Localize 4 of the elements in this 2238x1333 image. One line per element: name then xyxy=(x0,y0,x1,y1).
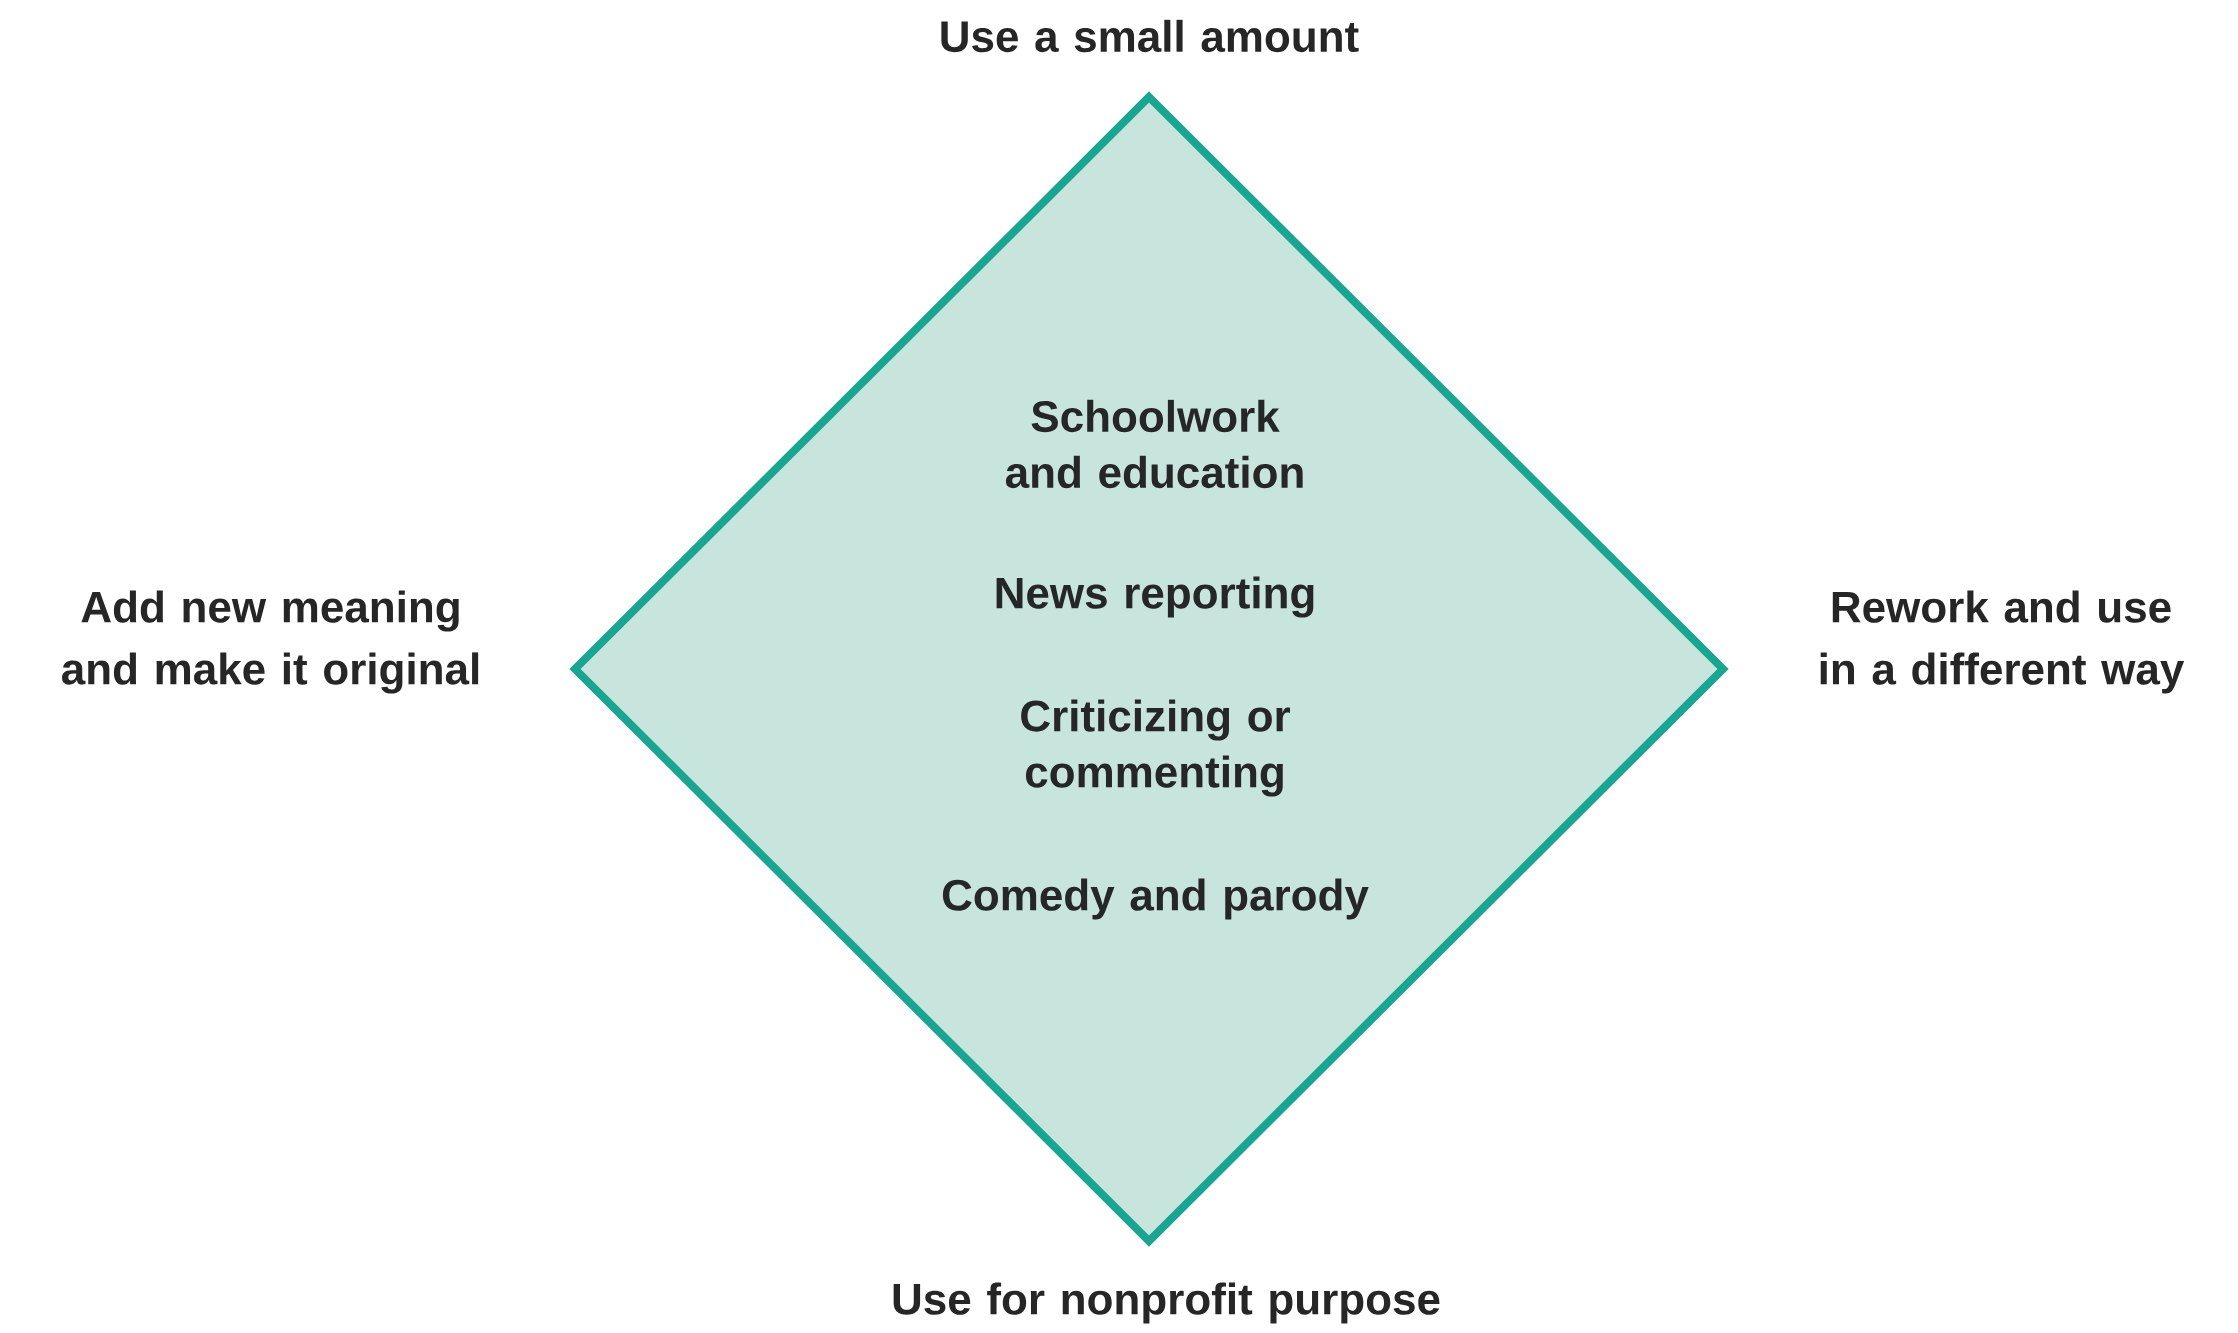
corner-label: Use a small amount xyxy=(941,19,1359,53)
corner-label: Add new meaning and make it original xyxy=(62,590,479,694)
corner-label: Use for nonprofit purpose xyxy=(893,1282,1440,1324)
corner-label: Rework and use in a different way xyxy=(1820,590,2185,694)
